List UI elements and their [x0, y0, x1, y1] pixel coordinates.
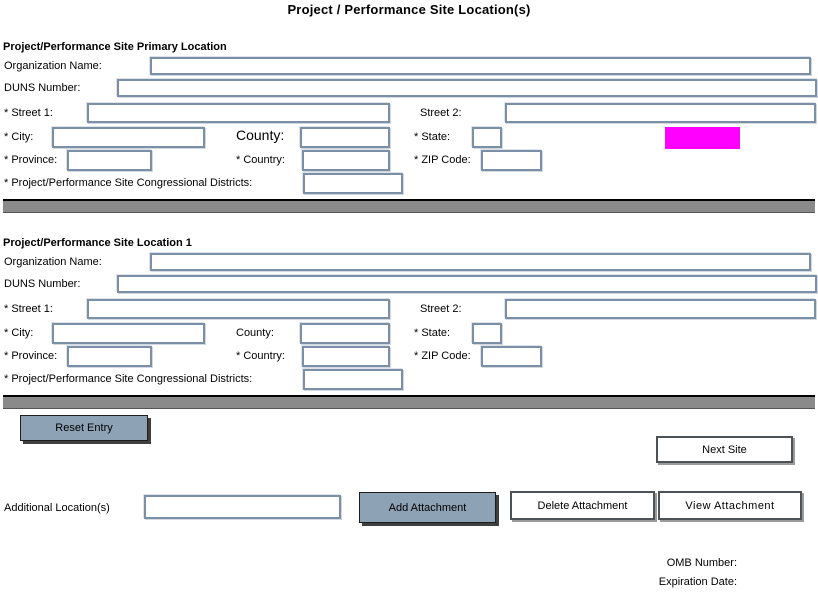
street1-input[interactable]	[87, 103, 390, 123]
section-location-1: Project/Performance Site Location 1 Orga…	[0, 237, 818, 409]
city-label: * City:	[4, 131, 34, 143]
add-attachment-button[interactable]: Add Attachment	[359, 492, 496, 523]
organization-name-input[interactable]	[150, 253, 811, 271]
section-header: Project/Performance Site Location 1	[3, 237, 192, 249]
section-divider-bar	[3, 395, 815, 409]
street2-label: Street 2:	[420, 107, 462, 119]
organization-name-label: Organization Name:	[4, 60, 102, 72]
country-input[interactable]	[302, 346, 390, 367]
state-input[interactable]	[472, 323, 502, 344]
city-input[interactable]	[52, 323, 205, 344]
country-label: * Country:	[236, 350, 285, 362]
county-label: County:	[236, 127, 285, 143]
county-input[interactable]	[300, 323, 390, 344]
city-input[interactable]	[52, 127, 205, 148]
highlight-box	[665, 127, 740, 149]
province-input[interactable]	[67, 150, 152, 171]
delete-attachment-button[interactable]: Delete Attachment	[510, 491, 655, 520]
zip-code-input[interactable]	[481, 346, 542, 367]
duns-number-input[interactable]	[117, 275, 817, 293]
street2-label: Street 2:	[420, 303, 462, 315]
county-input[interactable]	[300, 127, 390, 148]
province-label: * Province:	[4, 350, 58, 362]
congressional-districts-label: * Project/Performance Site Congressional…	[4, 177, 253, 189]
congressional-districts-input[interactable]	[303, 173, 403, 194]
street1-label: * Street 1:	[4, 303, 53, 315]
additional-locations-input[interactable]	[144, 495, 341, 519]
duns-number-input[interactable]	[117, 79, 817, 97]
zip-code-input[interactable]	[481, 150, 542, 171]
congressional-districts-label: * Project/Performance Site Congressional…	[4, 373, 253, 385]
country-label: * Country:	[236, 154, 285, 166]
street2-input[interactable]	[505, 103, 816, 123]
country-input[interactable]	[302, 150, 390, 171]
next-site-button[interactable]: Next Site	[656, 436, 793, 463]
page-title: Project / Performance Site Location(s)	[287, 2, 531, 17]
organization-name-input[interactable]	[150, 57, 811, 75]
congressional-districts-input[interactable]	[303, 369, 403, 390]
zip-code-label: * ZIP Code:	[414, 350, 471, 362]
reset-entry-button[interactable]: Reset Entry	[20, 415, 148, 441]
province-input[interactable]	[67, 346, 152, 367]
view-attachment-button[interactable]: View Attachment	[658, 491, 802, 520]
section-primary-location: Project/Performance Site Primary Locatio…	[0, 41, 818, 213]
duns-number-label: DUNS Number:	[4, 278, 81, 290]
street1-input[interactable]	[87, 299, 390, 319]
state-label: * State:	[414, 327, 451, 339]
omb-number-label: OMB Number:	[666, 557, 737, 569]
section-divider-bar	[3, 199, 815, 213]
zip-code-label: * ZIP Code:	[414, 154, 471, 166]
street1-label: * Street 1:	[4, 107, 53, 119]
street2-input[interactable]	[505, 299, 816, 319]
additional-locations-label: Additional Location(s)	[4, 502, 110, 514]
organization-name-label: Organization Name:	[4, 256, 102, 268]
province-label: * Province:	[4, 154, 58, 166]
expiration-date-label: Expiration Date:	[658, 576, 737, 588]
city-label: * City:	[4, 327, 34, 339]
section-header: Project/Performance Site Primary Locatio…	[3, 41, 227, 53]
county-label: County:	[236, 327, 274, 339]
duns-number-label: DUNS Number:	[4, 82, 81, 94]
state-label: * State:	[414, 131, 451, 143]
state-input[interactable]	[472, 127, 502, 148]
